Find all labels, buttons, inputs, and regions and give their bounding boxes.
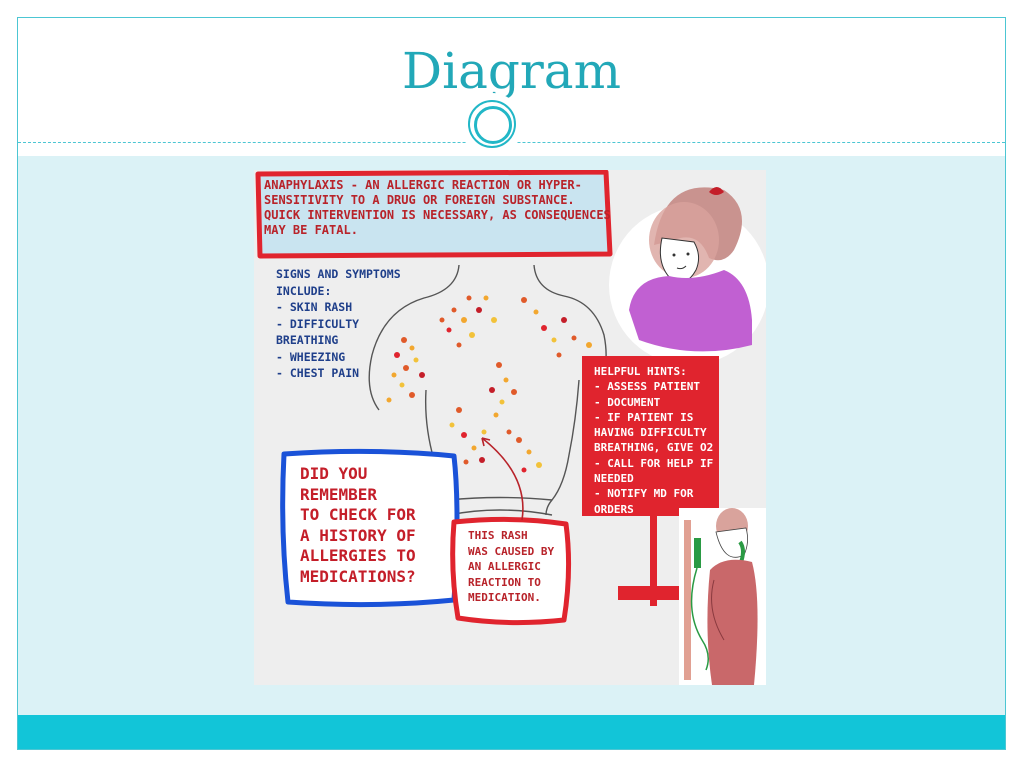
footer-bar xyxy=(18,715,1005,749)
person-on-phone-figure xyxy=(679,508,766,685)
anaphylaxis-definition-text: ANAPHYLAXIS - AN ALLERGIC REACTION OR HY… xyxy=(264,178,611,237)
arrow-icon xyxy=(481,437,524,521)
helpful-hints-text: HELPFUL HINTS: - ASSESS PATIENT - DOCUME… xyxy=(594,365,714,516)
allergy-history-reminder-text: DID YOU REMEMBER TO CHECK FOR A HISTORY … xyxy=(300,464,416,586)
rash-spots xyxy=(386,295,592,473)
page-title: Diagram xyxy=(401,42,622,100)
divider-ring-icon xyxy=(461,93,523,155)
title-area: Diagram xyxy=(18,18,1005,142)
anaphylaxis-box xyxy=(255,170,613,259)
worried-woman-figure xyxy=(609,187,766,365)
anaphylaxis-illustration: ANAPHYLAXIS - AN ALLERGIC REACTION OR HY… xyxy=(254,170,766,685)
illustration-drawing xyxy=(254,170,766,685)
rash-note-box xyxy=(450,516,572,626)
hints-sign xyxy=(582,356,719,606)
signs-and-symptoms-text: SIGNS AND SYMPTOMS INCLUDE: - SKIN RASH … xyxy=(276,267,401,380)
rash-cause-note-text: THIS RASH WAS CAUSED BY AN ALLERGIC REAC… xyxy=(468,529,555,604)
